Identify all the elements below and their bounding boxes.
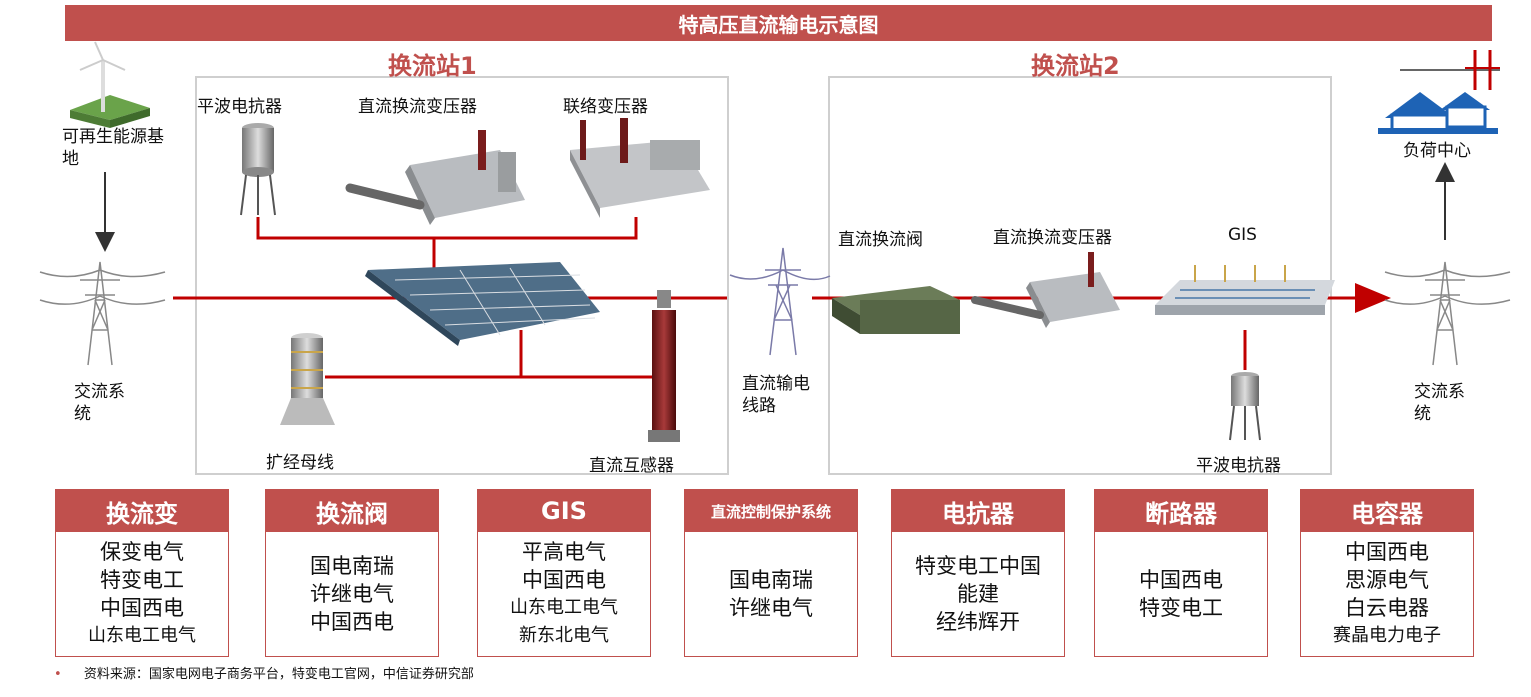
card-item: 保变电气 <box>100 540 184 564</box>
card-reactor: 电抗器 特变电工中国 能建 经纬辉开 <box>891 489 1065 657</box>
card-title: 换流变 <box>56 490 228 532</box>
card-item: 新东北电气 <box>519 625 609 646</box>
label-extended-bus: 扩经母线 <box>266 453 334 473</box>
label-tie-transformer: 联络变压器 <box>563 97 648 117</box>
card-item: 特变电工中国 <box>915 554 1041 578</box>
card-item: 特变电工 <box>1139 596 1223 620</box>
station1-box <box>195 76 729 475</box>
card-converter-valve: 换流阀 国电南瑞 许继电气 中国西电 <box>265 489 439 657</box>
label-converter-transformer-2: 直流换流变压器 <box>993 228 1112 248</box>
label-smoothing-reactor-2: 平波电抗器 <box>1196 456 1281 476</box>
card-gis: GIS 平高电气 中国西电 山东电工电气 新东北电气 <box>477 489 651 657</box>
label-dc-line-line1: 直流输电 <box>742 374 810 394</box>
house-icon <box>1378 50 1500 134</box>
label-dc-line: 直流输电 线路 <box>742 373 810 417</box>
card-items: 中国西电 思源电气 白云电器 赛晶电力电子 <box>1301 532 1473 656</box>
tower-right-icon <box>1384 261 1511 366</box>
label-ac-left-line2: 统 <box>74 404 91 424</box>
card-item: 山东电工电气 <box>510 597 618 618</box>
tie-transformer-icon <box>570 118 710 218</box>
converter-station-layout-icon <box>365 262 600 346</box>
card-title: 直流控制保护系统 <box>685 490 857 532</box>
card-item: 国电南瑞 <box>729 568 813 592</box>
label-ac-system-right: 交流系 统 <box>1414 381 1465 425</box>
converter-transformer-2-icon <box>971 252 1120 328</box>
label-ac-left-line1: 交流系 <box>74 382 125 402</box>
label-smoothing-reactor-1: 平波电抗器 <box>197 97 282 117</box>
smoothing-reactor-1-icon <box>240 123 276 216</box>
tower-middle-icon <box>729 247 831 356</box>
card-items: 国电南瑞 许继电气 中国西电 <box>266 532 438 656</box>
extended-bus-icon <box>280 333 335 425</box>
card-items: 中国西电 特变电工 <box>1095 532 1267 656</box>
gis-icon <box>1155 265 1335 315</box>
card-item: 经纬辉开 <box>936 610 1020 634</box>
card-item: 特变电工 <box>100 568 184 592</box>
footer-source: • 资料来源：国家电网电子商务平台，特变电工官网，中信证券研究部 <box>54 663 474 682</box>
card-converter-transformer: 换流变 保变电气 特变电工 中国西电 山东电工电气 <box>55 489 229 657</box>
card-item: 中国西电 <box>522 568 606 592</box>
label-converter-valve: 直流换流阀 <box>838 230 923 250</box>
label-renewable-line1: 可再生能源基 <box>62 127 164 147</box>
card-item: 中国西电 <box>1345 540 1429 564</box>
card-title: 电抗器 <box>892 490 1064 532</box>
label-load-center: 负荷中心 <box>1403 141 1471 161</box>
label-renewable-base: 可再生能源基 地 <box>62 126 164 170</box>
card-item: 山东电工电气 <box>88 625 196 646</box>
tower-left-icon <box>39 261 166 366</box>
card-items: 平高电气 中国西电 山东电工电气 新东北电气 <box>478 532 650 656</box>
card-circuit-breaker: 断路器 中国西电 特变电工 <box>1094 489 1268 657</box>
card-item: 赛晶电力电子 <box>1333 625 1441 646</box>
card-title: 换流阀 <box>266 490 438 532</box>
converter-valve-icon <box>832 286 960 334</box>
page-title: 特高压直流输电示意图 <box>65 5 1492 41</box>
card-items: 特变电工中国 能建 经纬辉开 <box>892 532 1064 656</box>
card-item: 白云电器 <box>1345 596 1429 620</box>
card-items: 保变电气 特变电工 中国西电 山东电工电气 <box>56 532 228 656</box>
card-title: 电容器 <box>1301 490 1473 532</box>
footer-source-text: 资料来源：国家电网电子商务平台，特变电工官网，中信证券研究部 <box>83 667 474 682</box>
wind-turbine-icon <box>70 41 150 128</box>
footer-bullet: • <box>54 667 62 682</box>
label-ac-right-line2: 统 <box>1414 404 1431 424</box>
card-item: 能建 <box>957 582 999 606</box>
card-item: 许继电气 <box>729 596 813 620</box>
card-item: 国电南瑞 <box>310 554 394 578</box>
card-title: 断路器 <box>1095 490 1267 532</box>
label-ac-system-left: 交流系 统 <box>74 381 125 425</box>
card-item: 平高电气 <box>522 540 606 564</box>
card-item: 中国西电 <box>100 596 184 620</box>
card-title: GIS <box>478 490 650 532</box>
station1-title: 换流站1 <box>388 52 477 80</box>
label-dc-line-line2: 线路 <box>742 396 776 416</box>
smoothing-reactor-2-icon <box>1229 372 1261 441</box>
label-gis: GIS <box>1228 225 1257 245</box>
card-item: 中国西电 <box>1139 568 1223 592</box>
card-capacitor: 电容器 中国西电 思源电气 白云电器 赛晶电力电子 <box>1300 489 1474 657</box>
card-item: 中国西电 <box>310 610 394 634</box>
label-renewable-line2: 地 <box>62 149 79 169</box>
label-dc-transformer: 直流互感器 <box>589 456 674 476</box>
label-ac-right-line1: 交流系 <box>1414 382 1465 402</box>
card-item: 许继电气 <box>310 582 394 606</box>
card-items: 国电南瑞 许继电气 <box>685 532 857 656</box>
card-dc-control-protection: 直流控制保护系统 国电南瑞 许继电气 <box>684 489 858 657</box>
dc-transformer-icon <box>648 290 680 442</box>
converter-transformer-1-icon <box>345 130 525 225</box>
label-converter-transformer-1: 直流换流变压器 <box>358 97 477 117</box>
station2-title: 换流站2 <box>1031 52 1120 80</box>
card-item: 思源电气 <box>1345 568 1429 592</box>
